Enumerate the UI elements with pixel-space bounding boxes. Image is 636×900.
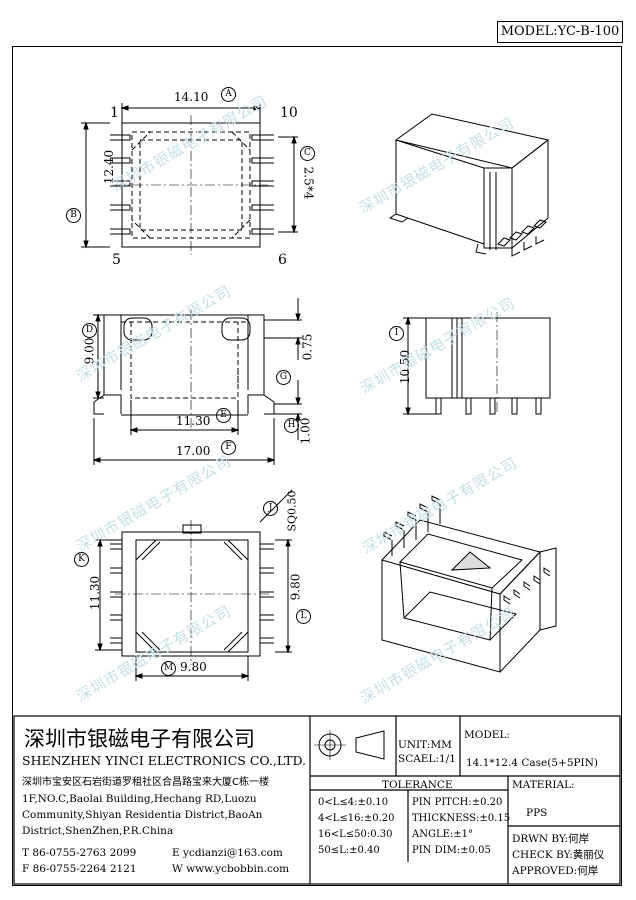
- model-text: MODEL:YC-B-100: [500, 24, 620, 39]
- tolerance-row-3: 16<L≤50:0.30: [318, 829, 393, 840]
- front-view: [92, 298, 302, 465]
- label-e: E: [216, 408, 231, 423]
- fax: F 86-0755-2264 2121: [22, 863, 137, 875]
- tolerance-row-4: 50≤L:±0.40: [318, 845, 380, 856]
- dim-11-30-bottom: 11.30: [88, 575, 103, 611]
- model-label: MODEL:: [464, 729, 510, 741]
- website: W www.ycbobbin.com: [172, 863, 290, 875]
- tel: T 86-0755-2763 2099: [22, 847, 137, 859]
- top-view: [81, 103, 298, 255]
- angle: ANGLE:±1°: [412, 829, 474, 840]
- label-i: I: [389, 326, 404, 341]
- drawn-by: DRWN BY:何岸: [512, 833, 590, 845]
- pin-pitch: PIN PITCH:±0.20: [412, 797, 503, 808]
- label-l: L: [296, 609, 311, 624]
- label-k: K: [74, 552, 89, 567]
- label-c: C: [300, 146, 315, 161]
- material-label: MATERIAL:: [512, 779, 575, 791]
- drawing-frame: [12, 46, 622, 886]
- address-en-1: 1F,NO.C,Baolai Building,Hechang RD,Luozu: [22, 793, 257, 805]
- pin-5-label: 5: [112, 252, 121, 268]
- dim-2-5x4: 2.5*4: [301, 166, 316, 200]
- model-box: MODEL:YC-B-100: [497, 21, 623, 43]
- thickness: THICKNESS:±0.15: [412, 813, 511, 824]
- iso-view-top: [388, 113, 550, 257]
- email: E ycdianzi@163.com: [172, 847, 283, 859]
- label-h: H: [284, 418, 299, 433]
- company-name-cn: 深圳市银磁电子有限公司: [24, 727, 255, 751]
- dim-0-75: 0.75: [300, 333, 315, 361]
- title-block-lines: [13, 715, 621, 885]
- side-view: [403, 312, 551, 416]
- iso-view-bottom: [381, 495, 557, 673]
- label-m: M: [161, 661, 176, 676]
- scale: SCAEL:1/1: [398, 753, 456, 765]
- dim-1-00: 1.00: [298, 417, 313, 445]
- company-name-en: SHENZHEN YINCI ELECTRONICS CO.,LTD.: [22, 753, 307, 768]
- projection-symbol: [314, 730, 385, 760]
- pin-dim: PIN DIM:±0.05: [412, 845, 491, 856]
- check-by: CHECK BY:黄丽仪: [512, 849, 605, 861]
- pin-6-label: 6: [278, 252, 287, 268]
- unit: UNIT:MM: [398, 739, 452, 751]
- tolerance-row-1: 0<L≤4:±0.10: [318, 797, 389, 808]
- model-value: 14.1*12.4 Case(5+5PIN): [466, 757, 598, 769]
- pin-10-label: 10: [280, 105, 298, 121]
- label-j: J: [263, 501, 278, 516]
- label-a: A: [221, 87, 236, 102]
- dim-9-80-horizontal: 9.80: [180, 660, 207, 674]
- approved-by: APPROVED:何岸: [512, 865, 599, 877]
- tolerance-title: TOLERANCE: [382, 779, 453, 791]
- dim-17-00: 17.00: [176, 444, 211, 458]
- bottom-view: [95, 489, 293, 681]
- material-value: PPS: [526, 807, 548, 819]
- pin-1-label: 1: [110, 105, 119, 121]
- address-en-3: District,ShenZhen,P.R.China: [22, 825, 174, 837]
- label-f: F: [221, 440, 236, 455]
- dim-9-80-vertical: 9.80: [288, 573, 303, 601]
- tolerance-row-2: 4<L≤16:±0.20: [318, 813, 395, 824]
- address-en-2: Community,Shiyan Residentia District,Bao…: [22, 809, 263, 821]
- label-b: B: [66, 208, 81, 223]
- dim-14-10: 14.10: [174, 90, 209, 104]
- label-d: D: [82, 323, 97, 338]
- address-cn: 深圳市宝安区石岩街道罗租社区合昌路宝来大厦C栋一楼: [22, 777, 269, 788]
- label-g: G: [276, 370, 291, 385]
- dim-11-30: 11.30: [176, 414, 211, 428]
- dim-sq-0-50: SQ0.50: [285, 490, 299, 532]
